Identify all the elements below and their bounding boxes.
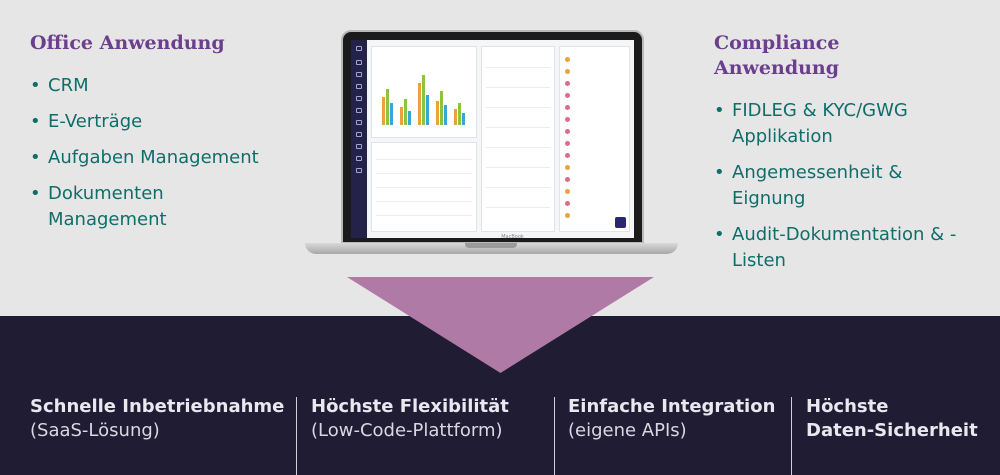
- compliance-list: FIDLEG & KYC/GWG Applikation Angemessenh…: [714, 98, 994, 274]
- list-item: FIDLEG & KYC/GWG Applikation: [714, 98, 994, 150]
- compliance-title: Compliance Anwendung: [714, 31, 994, 81]
- chat-icon: [615, 217, 626, 228]
- laptop-notch: [465, 243, 517, 248]
- feature-flexibility: Höchste Flexibilität (Low-Code-Plattform…: [311, 395, 509, 443]
- office-column: Office Anwendung CRM E-Verträge Aufgaben…: [30, 31, 310, 243]
- laptop-illustration: MacBook: [305, 30, 678, 260]
- feature-title: Einfache Integration: [568, 396, 776, 417]
- feature-subtitle: (Low-Code-Plattform): [311, 420, 503, 441]
- divider: [296, 397, 297, 475]
- tasks-panel: [481, 46, 555, 232]
- list-item: Angemessenheit & Eignung: [714, 160, 994, 212]
- list-item-text: Audit-Dokumentation & -Listen: [732, 224, 957, 271]
- feature-title: Höchste: [806, 396, 889, 417]
- office-list: CRM E-Verträge Aufgaben Management Dokum…: [30, 73, 310, 233]
- list-item: CRM: [30, 73, 310, 99]
- feature-security: Höchste Daten-Sicherheit: [806, 395, 978, 443]
- feature-title: Höchste Flexibilität: [311, 396, 509, 417]
- feature-subtitle: (SaaS-Lösung): [30, 420, 160, 441]
- feature-subtitle: (eigene APIs): [568, 420, 687, 441]
- divider: [791, 397, 792, 475]
- compliance-title-text: Compliance Anwendung: [714, 32, 840, 79]
- app-sidebar: [351, 40, 367, 238]
- chart-bars: [380, 70, 470, 125]
- list-item-text: FIDLEG & KYC/GWG Applikation: [732, 100, 908, 147]
- list-item-text: Dokumenten Management: [48, 183, 167, 230]
- chart-panel: [371, 46, 477, 138]
- feature-title: Schnelle Inbetriebnahme: [30, 396, 285, 417]
- office-title: Office Anwendung: [30, 32, 225, 54]
- list-item: Aufgaben Management: [30, 145, 310, 171]
- divider: [554, 397, 555, 475]
- laptop-lid: MacBook: [341, 30, 644, 244]
- laptop-screen: [351, 40, 634, 238]
- list-item: Dokumenten Management: [30, 181, 310, 233]
- feature-title-line2: Daten-Sicherheit: [806, 420, 978, 441]
- list-item: E-Verträge: [30, 109, 310, 135]
- documents-panel: [371, 142, 477, 232]
- list-item: Audit-Dokumentation & -Listen: [714, 222, 994, 274]
- feature-integration: Einfache Integration (eigene APIs): [568, 395, 775, 443]
- laptop-brand: MacBook: [501, 234, 524, 240]
- compliance-column: Compliance Anwendung FIDLEG & KYC/GWG Ap…: [714, 31, 994, 284]
- feature-saas: Schnelle Inbetriebnahme (SaaS-Lösung): [30, 395, 284, 443]
- list-item-text: Angemessenheit & Eignung: [732, 162, 903, 209]
- activity-panel: [559, 46, 630, 232]
- laptop-base: [305, 243, 678, 254]
